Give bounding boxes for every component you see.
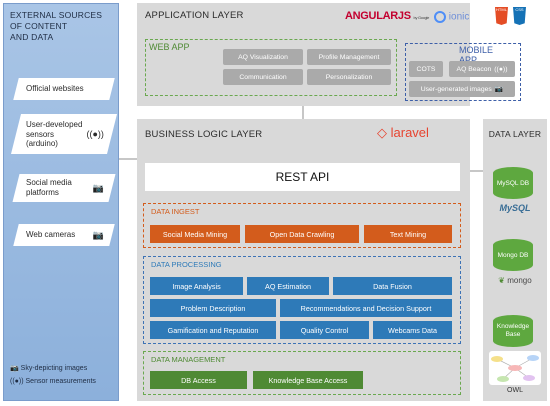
problem-description-box: Problem Description: [150, 299, 276, 317]
source-web-cameras: Web cameras 📷: [13, 224, 115, 246]
knowledge-base-access-box: Knowledge Base Access: [253, 371, 363, 389]
social-media-mining-box: Social Media Mining: [150, 225, 240, 243]
data-ingest-title: DATA INGEST: [151, 207, 200, 216]
mobile-app-group: [405, 43, 521, 101]
knowledge-base-cylinder: Knowledge Base: [493, 315, 533, 347]
application-layer-title: APPLICATION LAYER: [145, 10, 244, 21]
ionic-icon: [434, 11, 446, 23]
application-layer-panel: APPLICATION LAYER ANGULARJS by Google io…: [137, 3, 526, 106]
data-fusion-box: Data Fusion: [333, 277, 452, 295]
data-layer-panel: DATA LAYER MySQL DB MySQL Mongo DB ❦ mon…: [483, 119, 547, 401]
aq-beacon-box: AQ Beacon ((●)): [449, 61, 515, 77]
image-analysis-box: Image Analysis: [150, 277, 243, 295]
open-data-crawling-box: Open Data Crawling: [245, 225, 359, 243]
external-sources-title: EXTERNAL SOURCES OF CONTENT AND DATA: [10, 10, 103, 42]
html5-logo: HTML: [495, 7, 508, 25]
personalization-box: Personalization: [307, 69, 391, 85]
data-ingest-group: [143, 203, 461, 248]
mysql-db-cylinder: MySQL DB: [493, 167, 533, 199]
source-social-media: Social media platforms 📷: [12, 174, 116, 202]
ionic-logo: ionic: [434, 11, 469, 23]
owl-ontology-graph: [489, 351, 541, 385]
communication-box: Communication: [223, 69, 303, 85]
mobile-app-title: MOBILE APP: [459, 45, 494, 65]
camera-icon: 📷: [494, 86, 504, 93]
mongo-logo: ❦ mongo: [498, 276, 532, 285]
connector-line: [119, 158, 139, 160]
web-app-title: WEB APP: [149, 42, 190, 52]
mongo-db-cylinder: Mongo DB: [493, 239, 533, 271]
sensor-icon: ((●)): [86, 129, 104, 139]
data-management-group: [143, 351, 461, 395]
legend: 📷 Sky-depicting images ((●)) Sensor meas…: [10, 365, 96, 385]
web-app-group: [145, 39, 397, 96]
aq-visualization-box: AQ Visualization: [223, 49, 303, 65]
leaf-icon: ❦: [498, 276, 505, 285]
recommendations-box: Recommendations and Decision Support: [280, 299, 452, 317]
data-processing-title: DATA PROCESSING: [151, 260, 222, 269]
external-sources-panel: EXTERNAL SOURCES OF CONTENT AND DATA Off…: [3, 3, 119, 401]
gamification-box: Gamification and Reputation: [150, 321, 276, 339]
business-logic-title: BUSINESS LOGIC LAYER: [145, 129, 263, 140]
camera-icon: 📷: [92, 230, 104, 240]
rest-api-box: REST API: [145, 163, 460, 191]
css3-logo: CSS: [513, 7, 526, 25]
data-layer-title: DATA LAYER: [488, 129, 542, 139]
user-generated-images-box: User-generated images 📷: [409, 81, 515, 97]
data-processing-group: [143, 256, 461, 344]
mysql-logo: MySQL: [499, 203, 531, 213]
db-access-box: DB Access: [150, 371, 247, 389]
webcams-data-box: Webcams Data: [373, 321, 452, 339]
camera-icon: 📷: [10, 365, 19, 372]
connector-line: [302, 106, 304, 120]
data-management-title: DATA MANAGEMENT: [151, 355, 226, 364]
source-official-websites: Official websites: [13, 78, 115, 100]
business-logic-panel: BUSINESS LOGIC LAYER ◇ laravel REST API …: [137, 119, 470, 401]
ontology-graph-icon: [491, 355, 539, 382]
text-mining-box: Text Mining: [364, 225, 452, 243]
quality-control-box: Quality Control: [280, 321, 369, 339]
angularjs-logo: ANGULARJS by Google: [345, 10, 430, 22]
camera-icon: 📷: [92, 183, 104, 193]
cots-box: COTS: [409, 61, 443, 77]
connector-line: [465, 170, 485, 172]
source-user-sensors: User-developed sensors (arduino) ((●)): [11, 114, 117, 154]
aq-estimation-box: AQ Estimation: [247, 277, 329, 295]
profile-management-box: Profile Management: [307, 49, 391, 65]
sensor-icon: ((●)): [494, 65, 508, 73]
laravel-icon: ◇: [377, 125, 387, 140]
owl-label: OWL: [507, 387, 523, 394]
sensor-icon: ((●)): [10, 378, 24, 385]
laravel-logo: ◇ laravel: [377, 125, 429, 140]
